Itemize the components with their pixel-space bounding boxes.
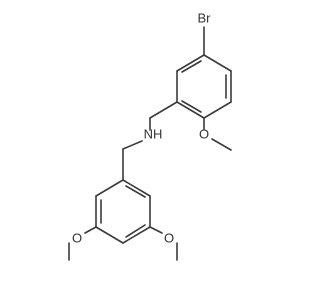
bond-o-methyl-top bbox=[211, 138, 232, 151]
atom-label-o-top: O bbox=[199, 127, 209, 142]
bond bbox=[95, 226, 124, 244]
ring-top bbox=[176, 54, 232, 119]
bond bbox=[176, 54, 205, 72]
atom-label-o-left: O bbox=[72, 231, 82, 246]
bond-ring-ch2 bbox=[149, 101, 178, 119]
bond-double-inner bbox=[125, 224, 146, 238]
bond-c-o-left bbox=[84, 226, 97, 234]
bond-double-inner bbox=[181, 60, 202, 73]
bond-c-o-right bbox=[149, 226, 163, 234]
structure-diagram: Br NH O O O bbox=[68, 11, 232, 261]
bond bbox=[95, 179, 124, 197]
bond bbox=[203, 54, 232, 72]
atom-label-nh: NH bbox=[144, 127, 163, 142]
ring-bottom bbox=[95, 179, 151, 244]
bond bbox=[176, 101, 205, 119]
bond bbox=[122, 179, 151, 197]
atom-label-br: Br bbox=[198, 11, 212, 26]
atom-label-o-right: O bbox=[164, 231, 174, 246]
bond-double-inner bbox=[125, 185, 146, 198]
bond-double-inner bbox=[181, 100, 202, 113]
bond bbox=[122, 226, 151, 244]
bond bbox=[203, 101, 232, 119]
bond-n-ch2 bbox=[122, 140, 143, 150]
